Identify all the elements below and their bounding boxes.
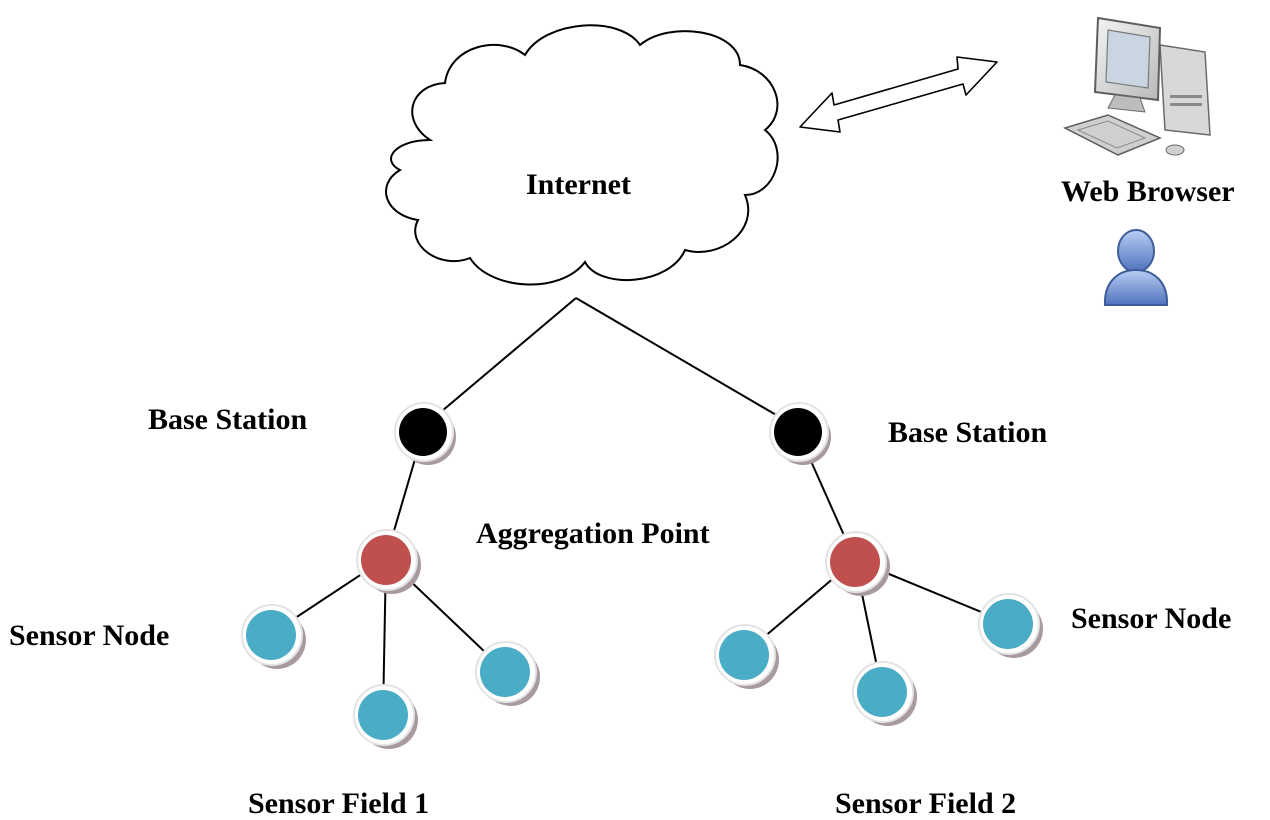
base-station-left [394, 402, 456, 465]
web-browser-label: Web Browser [1061, 175, 1235, 208]
link-internet-base-right [575, 297, 796, 427]
double-arrow-icon [799, 56, 998, 133]
sensor-field-2-label: Sensor Field 2 [835, 787, 1017, 820]
cloud-icon [385, 24, 779, 286]
aggregation-point-left [356, 529, 421, 594]
sensor-node [475, 641, 540, 706]
sensor-node [978, 593, 1043, 658]
base-station-right [769, 402, 831, 465]
user-icon [1103, 229, 1169, 306]
connection-lines [270, 297, 1009, 715]
computer-icon [1062, 16, 1211, 156]
base-station-left-label: Base Station [148, 403, 308, 436]
sensor-node [852, 661, 917, 726]
sensor-node-left-label: Sensor Node [9, 619, 170, 652]
sensor-node [714, 624, 779, 689]
sensor-node [353, 684, 418, 749]
sensor-node-right-label: Sensor Node [1071, 602, 1232, 635]
sensor-field-1-label: Sensor Field 1 [248, 787, 430, 820]
link-internet-base-left [422, 297, 577, 428]
base-station-right-label: Base Station [888, 416, 1048, 449]
sensor-node [241, 604, 306, 669]
aggregation-point-label: Aggregation Point [476, 517, 710, 550]
internet-label: Internet [526, 168, 631, 201]
aggregation-point-right [825, 531, 890, 596]
